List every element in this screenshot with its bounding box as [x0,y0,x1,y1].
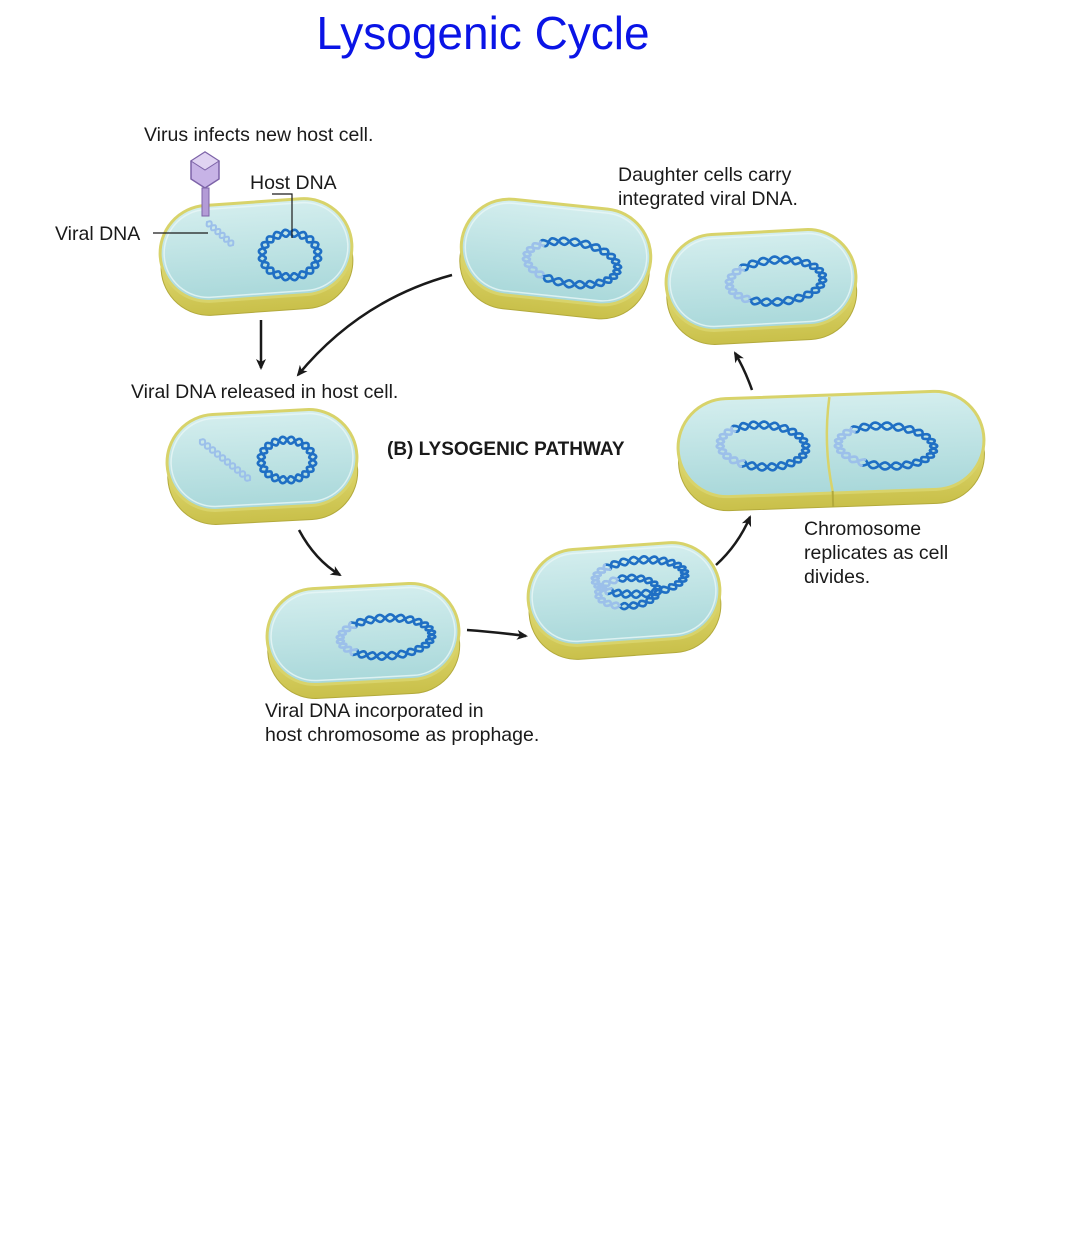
label-incorporated-2: host chromosome as prophage. [265,724,539,746]
label-viral-dna: Viral DNA [55,223,140,245]
label-daughter-1: Daughter cells carry [618,164,792,186]
cell-daughter-1 [459,197,653,320]
label-pathway: (B) LYSOGENIC PATHWAY [387,439,625,460]
host-dna-leader-line [272,193,293,238]
arrow-to-integrate [297,529,342,577]
host-dna-ring-1 [257,228,323,282]
arrow-to-replicate [466,628,528,640]
dividing-dna-ring-right [833,421,939,471]
label-daughter-2: integrated viral DNA. [618,188,798,210]
label-virus-infects: Virus infects new host cell. [144,124,373,146]
arrow-to-divide [715,515,752,566]
cell-infected [158,197,354,316]
host-dna-ring-2 [256,435,318,485]
viral-dna-strand-1 [205,220,235,247]
page-title: Lysogenic Cycle [316,7,650,59]
label-replicates-2: replicates as cell [804,542,948,564]
daughter-dna-ring-1 [521,236,623,290]
label-replicates-1: Chromosome [804,518,921,540]
cell-integrated [265,581,461,699]
cell-daughter-2 [664,228,858,345]
label-viral-released: Viral DNA released in host cell. [131,381,398,403]
label-incorporated-1: Viral DNA incorporated in [265,700,484,722]
virus-icon [190,151,220,217]
dna-layer [198,220,939,661]
daughter-dna-ring-2 [724,255,828,307]
arrow-to-daughters [733,351,754,391]
integrated-dna-ring [335,613,437,661]
viral-dna-strand-2 [198,438,252,482]
cell-dividing [676,389,986,512]
label-replicates-3: divides. [804,566,870,588]
label-host-dna: Host DNA [250,172,337,194]
arrow-curve-return [296,273,453,377]
dividing-dna-ring-left [715,420,811,472]
replicating-dna-ring-b [593,573,663,611]
